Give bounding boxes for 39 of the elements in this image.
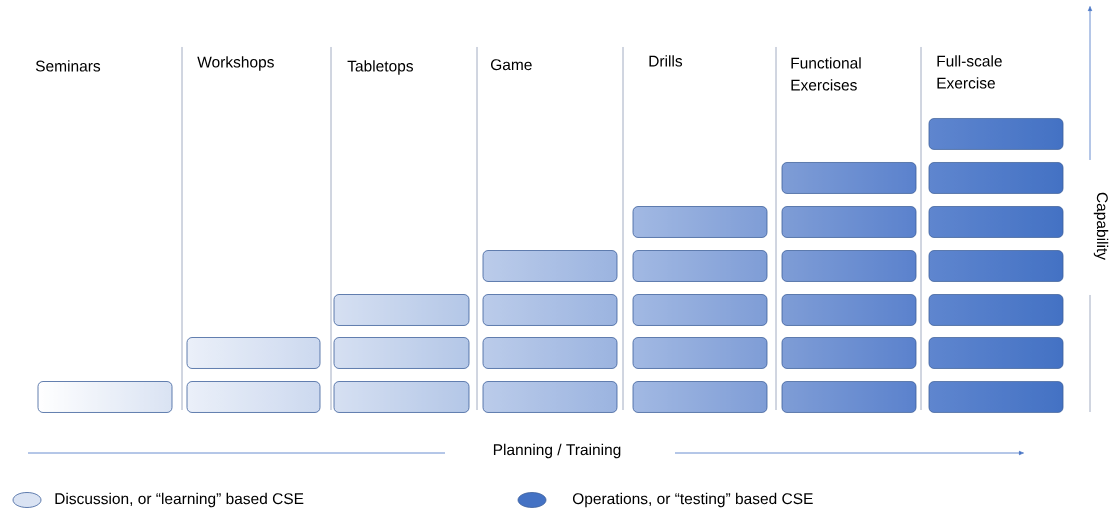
bar [632,250,768,282]
legend-label: Discussion, or “learning” based CSE [55,492,304,508]
column-heading: Full-scale Exercise [937,55,1002,89]
bar [781,294,917,326]
bar [781,337,917,369]
bar [186,381,321,413]
bar [333,381,470,413]
bar [781,206,917,238]
bar [928,162,1064,194]
bar [928,118,1064,150]
column-heading: Workshops [197,56,274,71]
column-heading: Tabletops [347,60,413,75]
bar [333,337,470,369]
bar [928,250,1064,282]
bar [928,294,1064,326]
column-heading: Functional Exercises [791,57,861,91]
legend-label: Operations, or “testing” based CSE [572,492,813,508]
bar [632,294,768,326]
column-heading: Game [491,59,532,71]
bar [781,381,917,413]
bar [632,206,768,238]
bar [482,250,618,282]
axis-label: Planning / Training [493,443,621,459]
bar [482,337,618,369]
bar [186,337,321,369]
bar [928,337,1064,369]
bar [482,294,618,326]
bar [781,250,917,282]
column-heading: Drills [649,55,683,67]
bar [928,381,1064,413]
bar [333,294,470,326]
bar [781,162,917,194]
bar [632,381,768,413]
bar [37,381,173,413]
axis-label: Capability [1093,192,1109,260]
column-heading: Seminars [35,60,101,72]
bar [632,337,768,369]
bar [928,206,1064,238]
bar [482,381,618,413]
